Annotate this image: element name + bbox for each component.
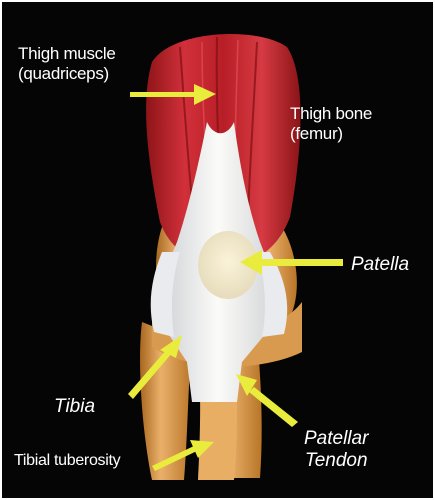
patellar-tendon-label: Patellar Tendon [304,428,368,472]
thigh-bone-label: Thigh bone (femur) [290,104,372,143]
thigh-bone-label-line2: (femur) [290,124,372,144]
thigh-muscle-label-line1: Thigh muscle [18,44,116,64]
thigh-muscle-label-line2: (quadriceps) [18,64,116,84]
patellar-tendon-label-line1: Patellar [304,428,368,450]
patellar-tendon-label-line2: Tendon [304,450,368,472]
thigh-muscle-label: Thigh muscle (quadriceps) [18,44,116,83]
patella-label: Patella [351,254,409,276]
thigh-bone-label-line1: Thigh bone [290,104,372,124]
tibia-label: Tibia [54,396,95,418]
tibial-tuberosity-label: Tibial tuberosity [14,452,120,470]
